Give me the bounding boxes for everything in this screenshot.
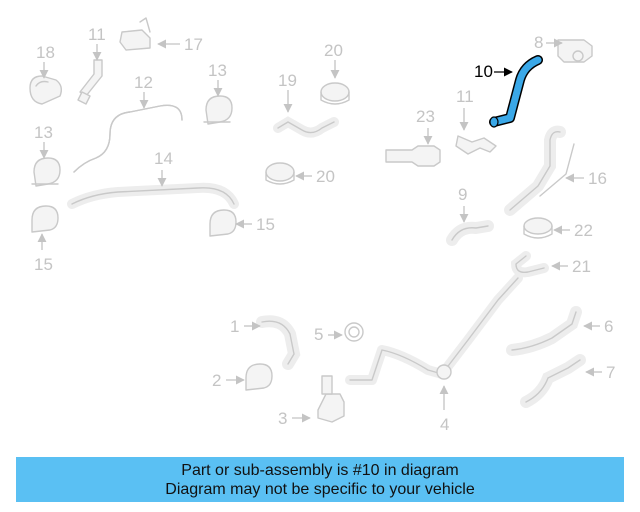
callout-3: 3 [278,409,287,428]
caption-line-1: Part or sub-assembly is #10 in diagram [181,461,459,479]
part-22-clamp[interactable] [523,217,553,239]
part-2-clamp[interactable] [245,363,273,391]
part-3-fitting[interactable] [317,375,345,423]
callout-9: 9 [458,185,467,204]
callout-5: 5 [314,325,323,344]
callout-8: 8 [534,33,543,52]
callout-1: 1 [230,317,239,336]
callout-18: 18 [36,43,55,62]
callout-14: 14 [154,149,173,168]
part-11-tee-upper[interactable] [77,59,103,105]
part-23-valve[interactable] [385,145,441,167]
callout-23: 23 [416,107,435,126]
callout-17: 17 [184,35,203,54]
part-19-hose[interactable] [273,116,339,138]
callout-20-upper: 20 [324,41,343,60]
part-18-clamp[interactable] [29,75,63,105]
callout-13-left: 13 [34,123,53,142]
callout-11-lower: 11 [456,87,474,106]
callout-15-left: 15 [34,255,53,274]
callout-19: 19 [278,71,297,90]
part-16-hose[interactable] [504,125,575,216]
callout-7: 7 [606,363,615,382]
callout-6: 6 [604,317,613,336]
part-15-clamp-right[interactable] [209,209,237,237]
caption-banner: Part or sub-assembly is #10 in diagram D… [16,457,624,502]
part-13-clamp-upper[interactable] [203,95,233,125]
part-7-hose[interactable] [520,354,586,408]
part-21-hose[interactable] [510,251,549,278]
caption-line-2: Diagram may not be specific to your vehi… [165,480,475,498]
parts-diagram: 18 11 17 12 13 13 20 20 [29,17,615,434]
callout-4: 4 [440,415,449,434]
part-20-clamp-lower[interactable] [265,162,295,185]
part-12-hose[interactable] [73,104,183,173]
part-14-hose[interactable] [67,182,239,209]
callout-20-lower: 20 [316,167,335,186]
callout-2: 2 [212,371,221,390]
callout-22: 22 [574,221,593,240]
callout-13-upper: 13 [208,61,227,80]
callout-12: 12 [134,73,153,92]
part-9-hose[interactable] [446,220,494,246]
part-10-hose-highlighted[interactable] [489,55,543,128]
part-1-hose[interactable] [256,315,301,370]
part-17-sensor[interactable] [119,17,151,51]
callout-21: 21 [572,257,591,276]
callout-15-right: 15 [256,215,275,234]
part-13-clamp-left[interactable] [31,157,61,187]
part-5-o-ring[interactable] [344,322,364,342]
callout-11-upper: 11 [88,25,106,44]
callout-10: 10 [474,62,493,81]
part-4-pipe-assembly[interactable] [345,273,523,385]
part-8-sensor[interactable] [557,39,593,63]
part-15-clamp-left[interactable] [31,205,59,233]
part-6-hose[interactable] [506,306,582,356]
part-20-clamp-upper[interactable] [320,82,350,105]
part-11-tee-lower[interactable] [455,135,497,155]
callout-16: 16 [588,169,607,188]
